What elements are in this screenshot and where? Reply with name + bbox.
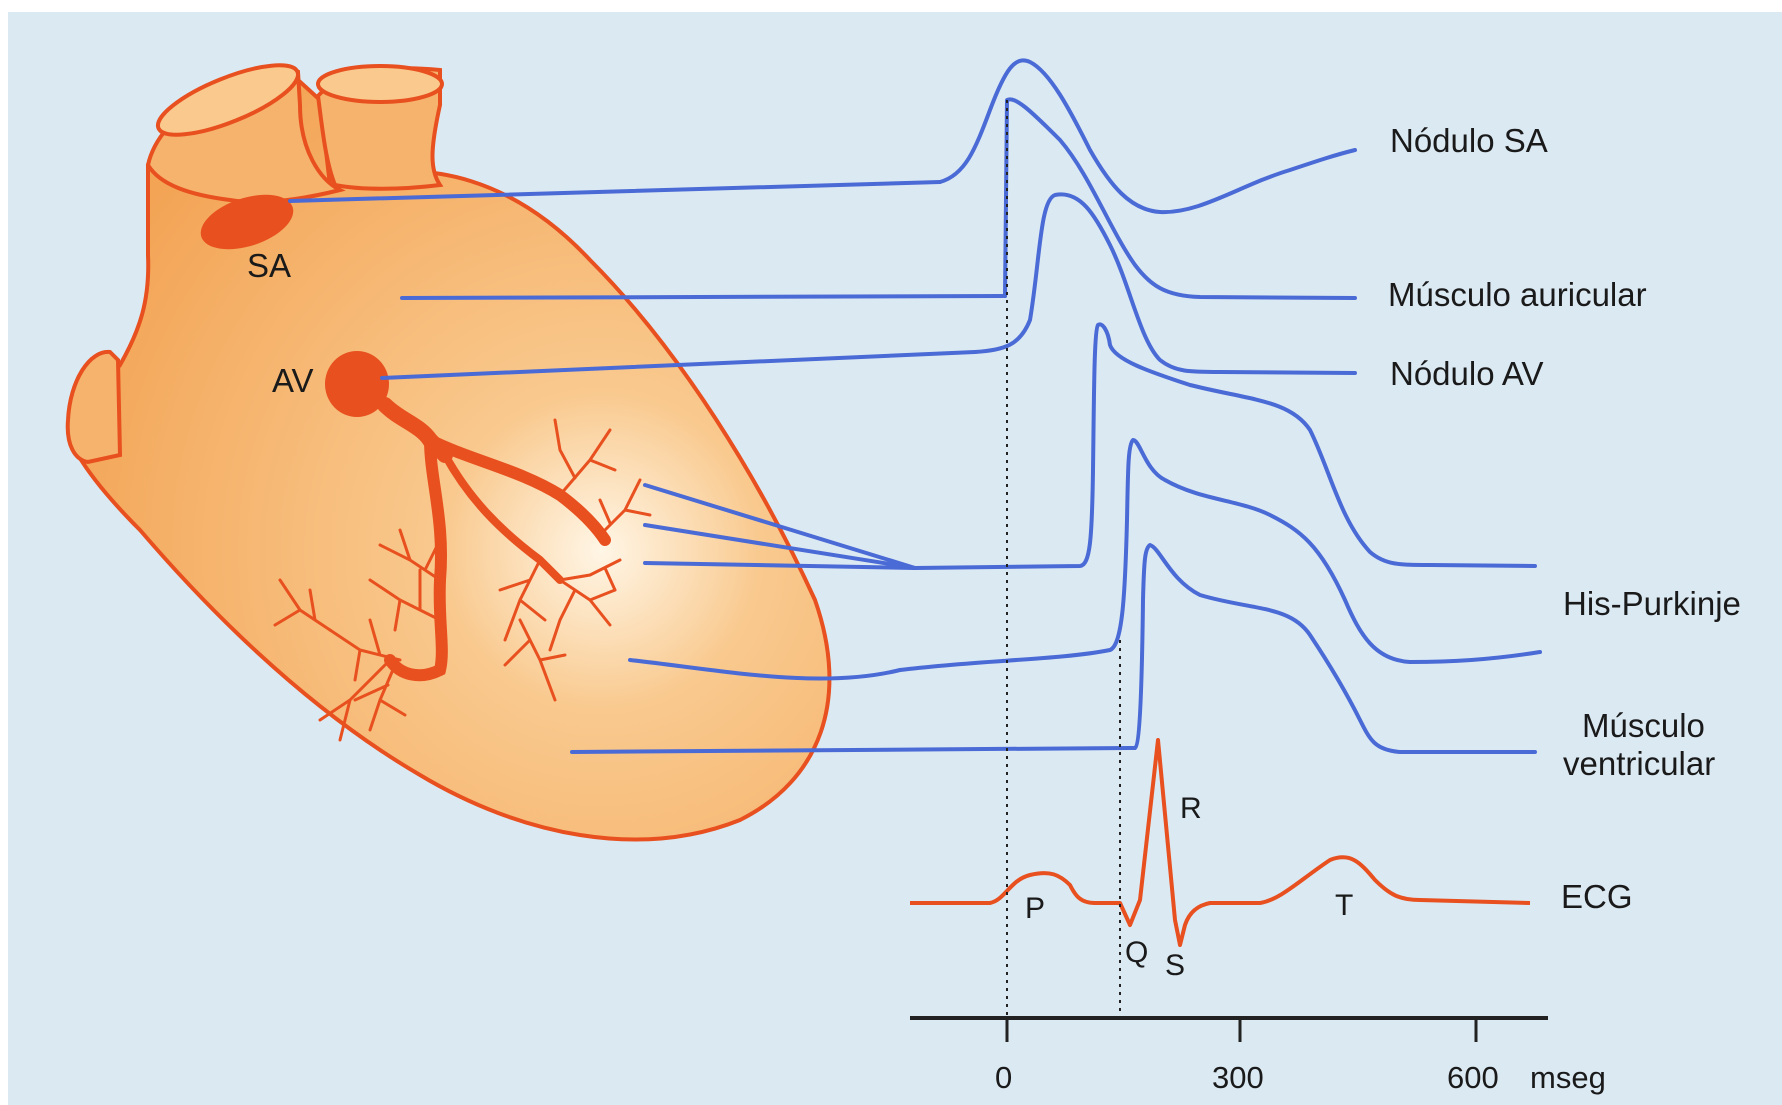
label-ecg: ECG: [1561, 878, 1633, 915]
label-av-node: Nódulo AV: [1390, 355, 1544, 392]
label-sa-node: Nódulo SA: [1390, 122, 1548, 159]
pulmonary-opening: [318, 66, 442, 102]
time-axis-label-0: 0: [995, 1060, 1012, 1095]
label-his-purkinje: His-Purkinje: [1563, 585, 1741, 622]
heart-label-av: AV: [272, 362, 314, 399]
ecg-wave-s: S: [1165, 949, 1185, 982]
time-axis-unit: mseg: [1530, 1060, 1606, 1095]
label-ventricular-muscle-line2: ventricular: [1563, 745, 1715, 782]
label-ventricular-muscle-line1: Músculo: [1582, 707, 1705, 744]
label-atrial-muscle: Músculo auricular: [1388, 276, 1647, 313]
ecg-wave-q: Q: [1125, 936, 1148, 969]
ecg-wave-r: R: [1180, 792, 1202, 825]
time-axis-label-300: 300: [1212, 1060, 1264, 1095]
leader-atrial: [402, 296, 1005, 298]
ecg-wave-t: T: [1335, 889, 1353, 922]
time-axis-label-600: 600: [1447, 1060, 1499, 1095]
ecg-wave-p: P: [1025, 892, 1045, 925]
heart-label-sa: SA: [247, 247, 291, 284]
